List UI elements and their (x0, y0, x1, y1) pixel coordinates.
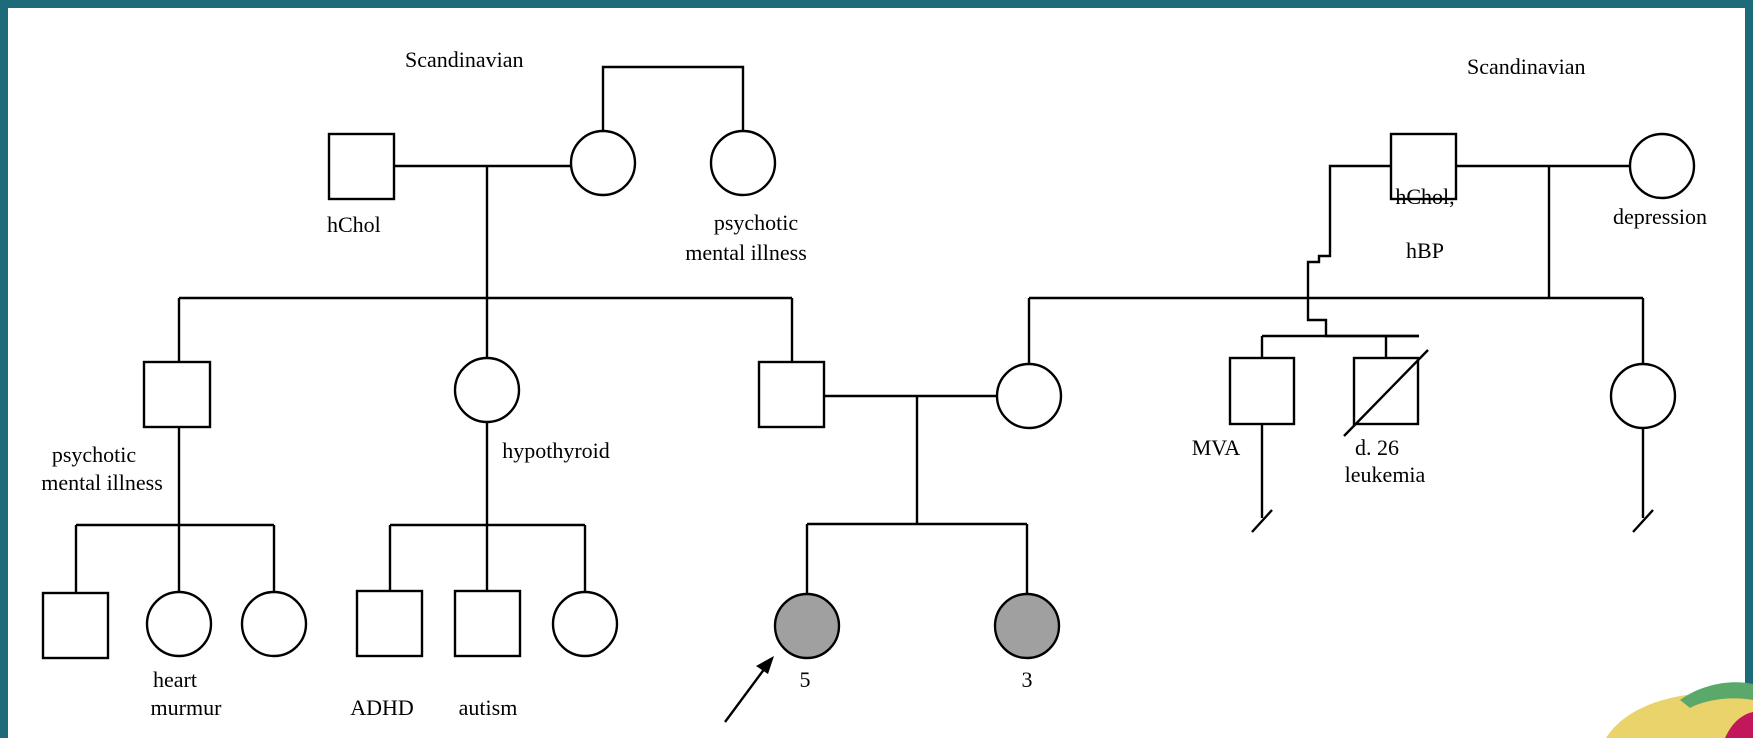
paternal-aunt-circle (453, 356, 521, 424)
mother-circle (995, 362, 1063, 430)
great-sibship-line (601, 65, 745, 131)
cousin-girl-murmur-circle (145, 590, 213, 658)
half-uncle-no-issue-tick (1251, 509, 1273, 533)
paternal-grandfather-square (327, 132, 396, 201)
maternal-aunt-circle (1609, 362, 1677, 430)
cousin-adhd-square (355, 589, 424, 658)
pga-label-line1: psychotic (714, 210, 799, 235)
half-uncle-deceased-square (1352, 356, 1420, 426)
proband-arrow-head (756, 656, 774, 674)
logo-magenta-swoosh (1725, 712, 1753, 738)
deceased-label-line2: leukemia (1345, 462, 1426, 487)
cousin-girl-circle-2 (551, 590, 619, 658)
mgf-label-line1: hChol, (1395, 184, 1454, 209)
adhd-label: ADHD (350, 695, 414, 720)
cousin-autism-square (453, 589, 522, 658)
aunt-label: hypothyroid (502, 438, 610, 463)
proband-circle (773, 592, 841, 660)
uncle-label-line1: psychotic (52, 442, 137, 467)
mgm-label: depression (1613, 204, 1707, 229)
cousin-girl-circle (240, 590, 308, 658)
uncle-label-line2: mental illness (41, 470, 163, 495)
father-square (757, 360, 826, 429)
logo-yellow-swoosh (1606, 692, 1753, 738)
logo-green-swoosh (1680, 682, 1753, 708)
cousin-boy-square (41, 591, 110, 660)
mgf-other-union-line (1306, 164, 1419, 338)
deceased-label-line1: d. 26 (1355, 435, 1399, 460)
great-aunt-circle (709, 129, 777, 197)
cousin-girl-label-line2: murmur (151, 695, 223, 720)
pga-label-line2: mental illness (685, 240, 807, 265)
mgf-label-line2: hBP (1406, 238, 1444, 263)
maternal-aunt-no-issue-tick (1632, 509, 1654, 533)
sister-circle (993, 592, 1061, 660)
proband-arrow-line (724, 663, 769, 723)
maternal-ethnicity-label: Scandinavian (1467, 54, 1586, 79)
sister-age-label: 3 (1022, 667, 1033, 692)
maternal-grandmother-circle (1628, 132, 1696, 200)
autism-label: autism (459, 695, 518, 720)
proband-age-label: 5 (800, 667, 811, 692)
pgf-label: hChol (327, 212, 381, 237)
half-uncle-mva-square (1228, 356, 1296, 426)
deceased-slash (1343, 349, 1429, 437)
paternal-ethnicity-label: Scandinavian (405, 47, 524, 72)
cousin-girl-label-line1: heart (153, 667, 197, 692)
paternal-grandmother-circle (569, 129, 637, 197)
paternal-uncle-square (142, 360, 212, 429)
mva-label: MVA (1192, 435, 1241, 460)
